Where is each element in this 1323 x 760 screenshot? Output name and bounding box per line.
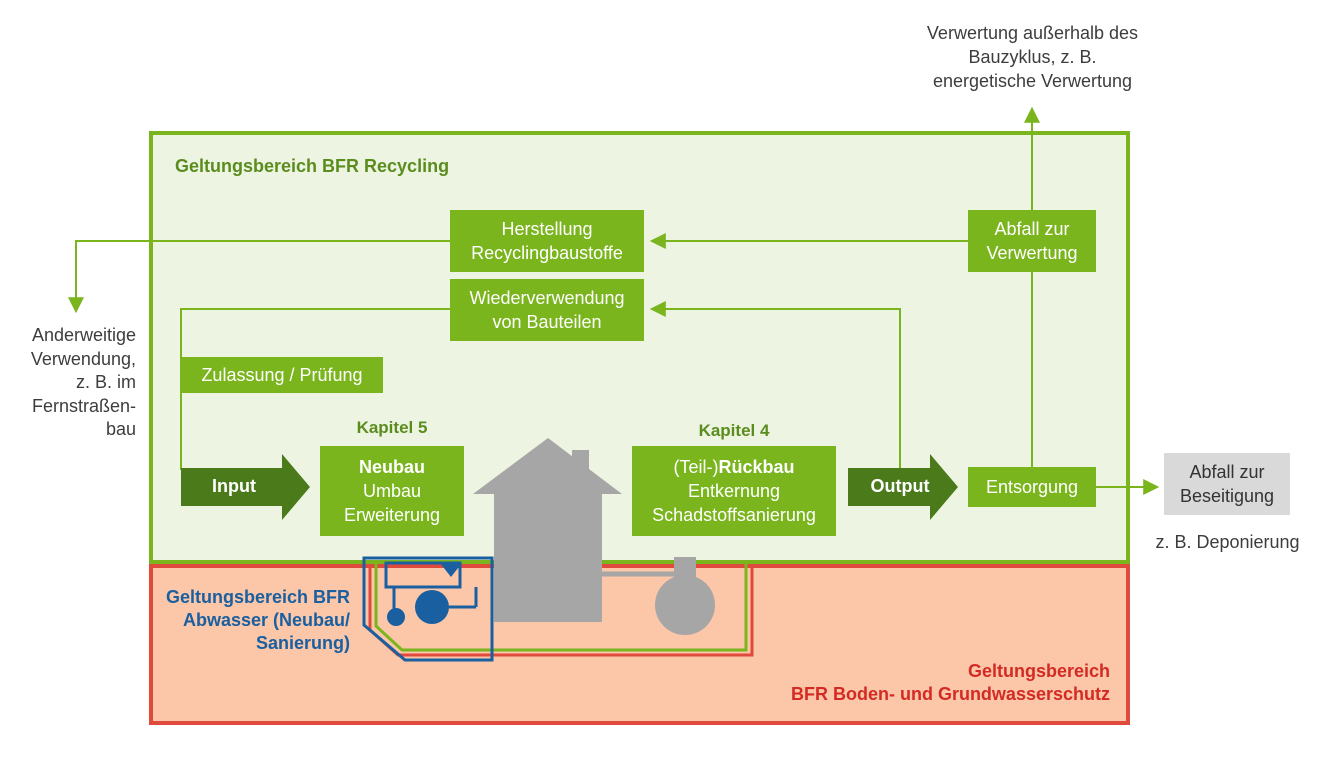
rueckbau-title: (Teil-)Rückbau xyxy=(673,455,794,479)
wiederverwendung-box: Wiederverwendung von Bauteilen xyxy=(450,279,644,341)
rueckbau-bold: Rückbau xyxy=(718,457,795,477)
anderweitige-line: Fernstraßen- xyxy=(31,395,136,416)
abwasser-outline xyxy=(362,556,494,662)
wiederverwendung-line: von Bauteilen xyxy=(492,312,602,332)
abfall-verwertung-line: Abfall zur xyxy=(994,219,1070,239)
abfall-verwertung-box: Abfall zur Verwertung xyxy=(968,210,1096,272)
neubau-title: Neubau xyxy=(358,457,425,477)
zulassung-box: Zulassung / Prüfung xyxy=(181,357,383,393)
line-herstellung-anderweitig xyxy=(68,240,450,314)
abfall-verwertung-line: Verwertung xyxy=(986,243,1078,263)
verwertung-outside-line: Verwertung außerhalb des xyxy=(926,23,1139,43)
entsorgung-box: Entsorgung xyxy=(968,467,1096,507)
anderweitige-line: bau xyxy=(105,419,136,439)
line-wiederverwendung-input xyxy=(180,308,450,470)
output-arrow xyxy=(848,454,958,520)
boden-label-line: BFR Boden- und Grundwasserschutz xyxy=(790,684,1110,704)
input-label: Input xyxy=(212,476,256,496)
house-body-icon xyxy=(494,494,602,622)
tank-neck-icon xyxy=(674,557,696,579)
abfall-beseitigung-line: Abfall zur xyxy=(1189,462,1265,482)
wiederverwendung-line: Wiederverwendung xyxy=(469,288,625,308)
recycling-region-label: Geltungsbereich BFR Recycling xyxy=(175,156,450,176)
kapitel-5-label: Kapitel 5 xyxy=(356,418,428,437)
house-chimney-icon xyxy=(572,450,589,482)
line-output-wiederverwendung xyxy=(649,301,901,470)
abwasser-label-line: Abwasser (Neubau/ xyxy=(182,610,350,630)
neubau-line: Erweiterung xyxy=(343,505,441,525)
abfall-beseitigung-box: Abfall zur Beseitigung xyxy=(1164,453,1290,515)
neubau-line: Umbau xyxy=(362,481,422,501)
sewer-funnel-icon xyxy=(440,563,462,577)
output-label: Output xyxy=(870,476,930,496)
kapitel-4-label: Kapitel 4 xyxy=(698,421,770,440)
rueckbau-line: Schadstoffsanierung xyxy=(652,505,816,525)
verwertung-outside-line: Bauzyklus, z. B. xyxy=(968,47,1097,67)
sewer-box xyxy=(384,561,462,589)
neubau-box: Neubau Umbau Erweiterung xyxy=(320,446,464,536)
herstellung-line: Recyclingbaustoffe xyxy=(471,243,623,263)
anderweitige-line: z. B. im xyxy=(75,372,136,392)
herstellung-box: Herstellung Recyclingbaustoffe xyxy=(450,210,644,272)
verwertung-outside-line: energetische Verwertung xyxy=(932,71,1133,91)
verwertung-outside-label: Verwertung außerhalb des Bauzyklus, z. B… xyxy=(900,18,1165,96)
input-arrow xyxy=(181,454,310,520)
rueckbau-line: Entkernung xyxy=(687,481,781,501)
sewer-large-tank-icon xyxy=(415,590,449,624)
underground-tank-icon xyxy=(655,575,715,635)
rueckbau-box: (Teil-)Rückbau Entkernung Schadstoffsani… xyxy=(632,446,836,536)
abwasser-label-line: Sanierung) xyxy=(255,633,350,653)
anderweitige-line: Verwendung, xyxy=(30,348,136,369)
boden-region xyxy=(149,564,1130,725)
abwasser-label-line: Geltungsbereich BFR xyxy=(165,587,350,607)
sewer-small-tank-icon xyxy=(387,608,405,626)
herstellung-line: Herstellung xyxy=(501,219,593,239)
anderweitige-line: Anderweitige xyxy=(31,325,136,345)
boden-label-line: Geltungsbereich xyxy=(967,661,1110,681)
abwasser-region-label: Geltungsbereich BFR Abwasser (Neubau/ Sa… xyxy=(150,586,350,655)
abfall-beseitigung-line: Beseitigung xyxy=(1179,486,1275,506)
rueckbau-prefix: (Teil-) xyxy=(673,457,719,477)
anderweitige-label: Anderweitige Verwendung, z. B. im Fernst… xyxy=(10,324,136,442)
deponierung-label: z. B. Deponierung xyxy=(1155,532,1300,552)
basement-outline-green xyxy=(374,562,748,652)
boden-region-label: Geltungsbereich BFR Boden- und Grundwass… xyxy=(760,660,1110,706)
